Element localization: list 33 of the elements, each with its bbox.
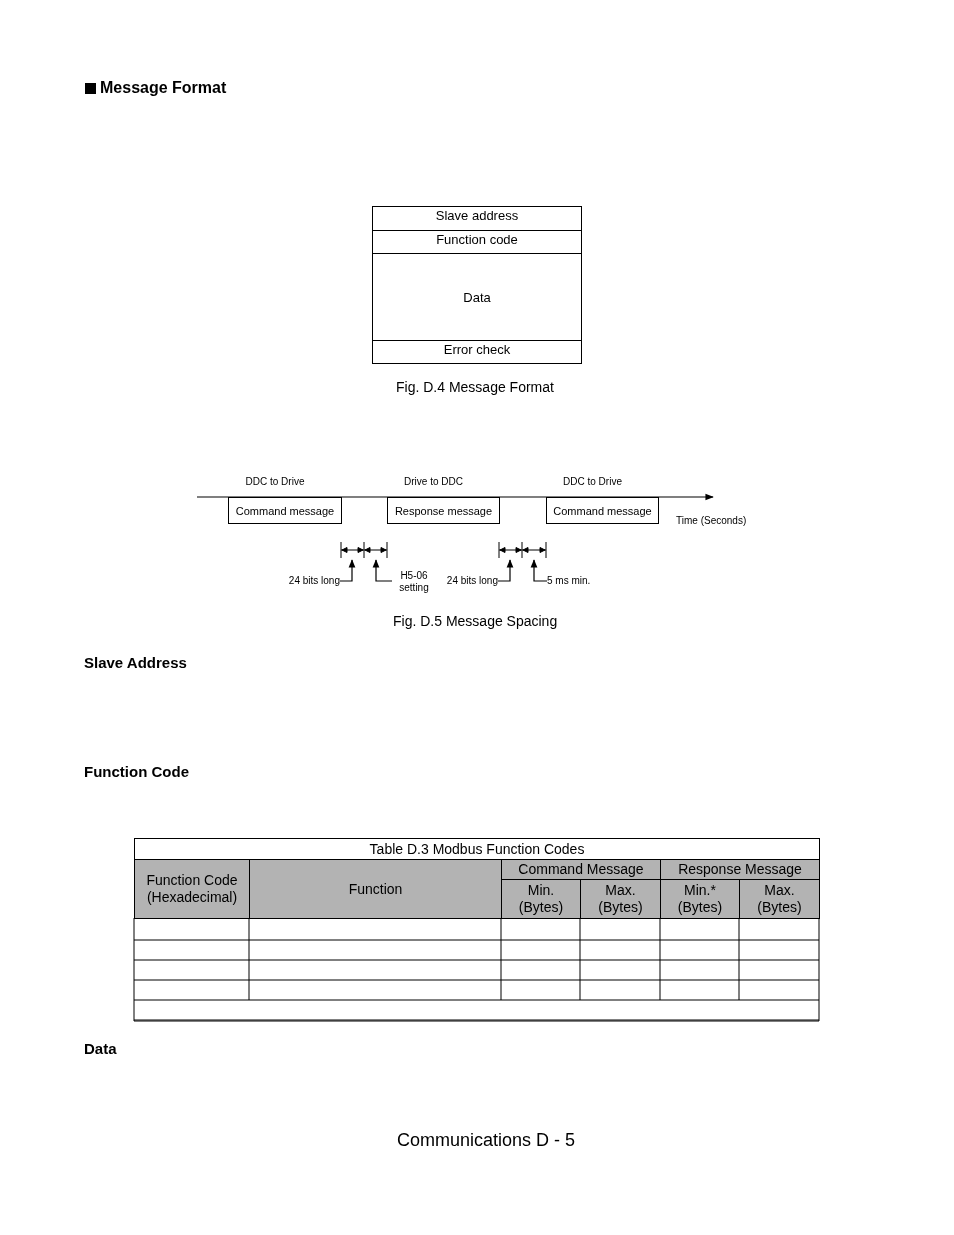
direction-label: Drive to DDC — [403, 476, 464, 488]
message-field-box: Data — [372, 253, 582, 341]
message-box: Command message — [228, 497, 342, 524]
section-heading: Slave Address — [84, 654, 187, 672]
leader-line — [497, 559, 514, 582]
message-field-box: Error check — [372, 340, 582, 364]
message-box: Response message — [387, 497, 500, 524]
table-title: Table D.3 Modbus Function Codes — [134, 838, 820, 860]
annotation-text: 24 bits long — [270, 573, 340, 588]
section-heading: Message Format — [100, 79, 227, 98]
table-header-cell: Response Message — [660, 859, 820, 880]
table-header-cell: Command Message — [501, 859, 661, 880]
table-header-cell: Max. (Bytes) — [739, 879, 820, 919]
message-field-box: Slave address — [372, 206, 582, 231]
table-header-cell: Function Code (Hexadecimal) — [134, 859, 250, 919]
leader-line — [530, 559, 548, 582]
table-header-cell: Min.* (Bytes) — [660, 879, 740, 919]
direction-label: DDC to Drive — [562, 476, 623, 488]
table-header-cell: Function — [249, 859, 502, 919]
message-field-box: Function code — [372, 230, 582, 254]
direction-label: DDC to Drive — [244, 476, 306, 488]
message-box: Command message — [546, 497, 659, 524]
section-heading: Data — [84, 1040, 117, 1058]
table-header-cell: Min. (Bytes) — [501, 879, 581, 919]
table-header-cell: Max. (Bytes) — [580, 879, 661, 919]
annotation-text: 5 ms min. — [547, 573, 607, 588]
leader-line — [372, 559, 393, 582]
figure-caption: Fig. D.4 Message Format — [396, 379, 554, 396]
leader-line — [339, 559, 356, 582]
section-heading: Function Code — [84, 763, 189, 781]
figure-caption: Fig. D.5 Message Spacing — [393, 613, 558, 630]
axis-label: Time (Seconds) — [676, 515, 747, 527]
page-footer: Communications D - 5 — [397, 1130, 576, 1151]
